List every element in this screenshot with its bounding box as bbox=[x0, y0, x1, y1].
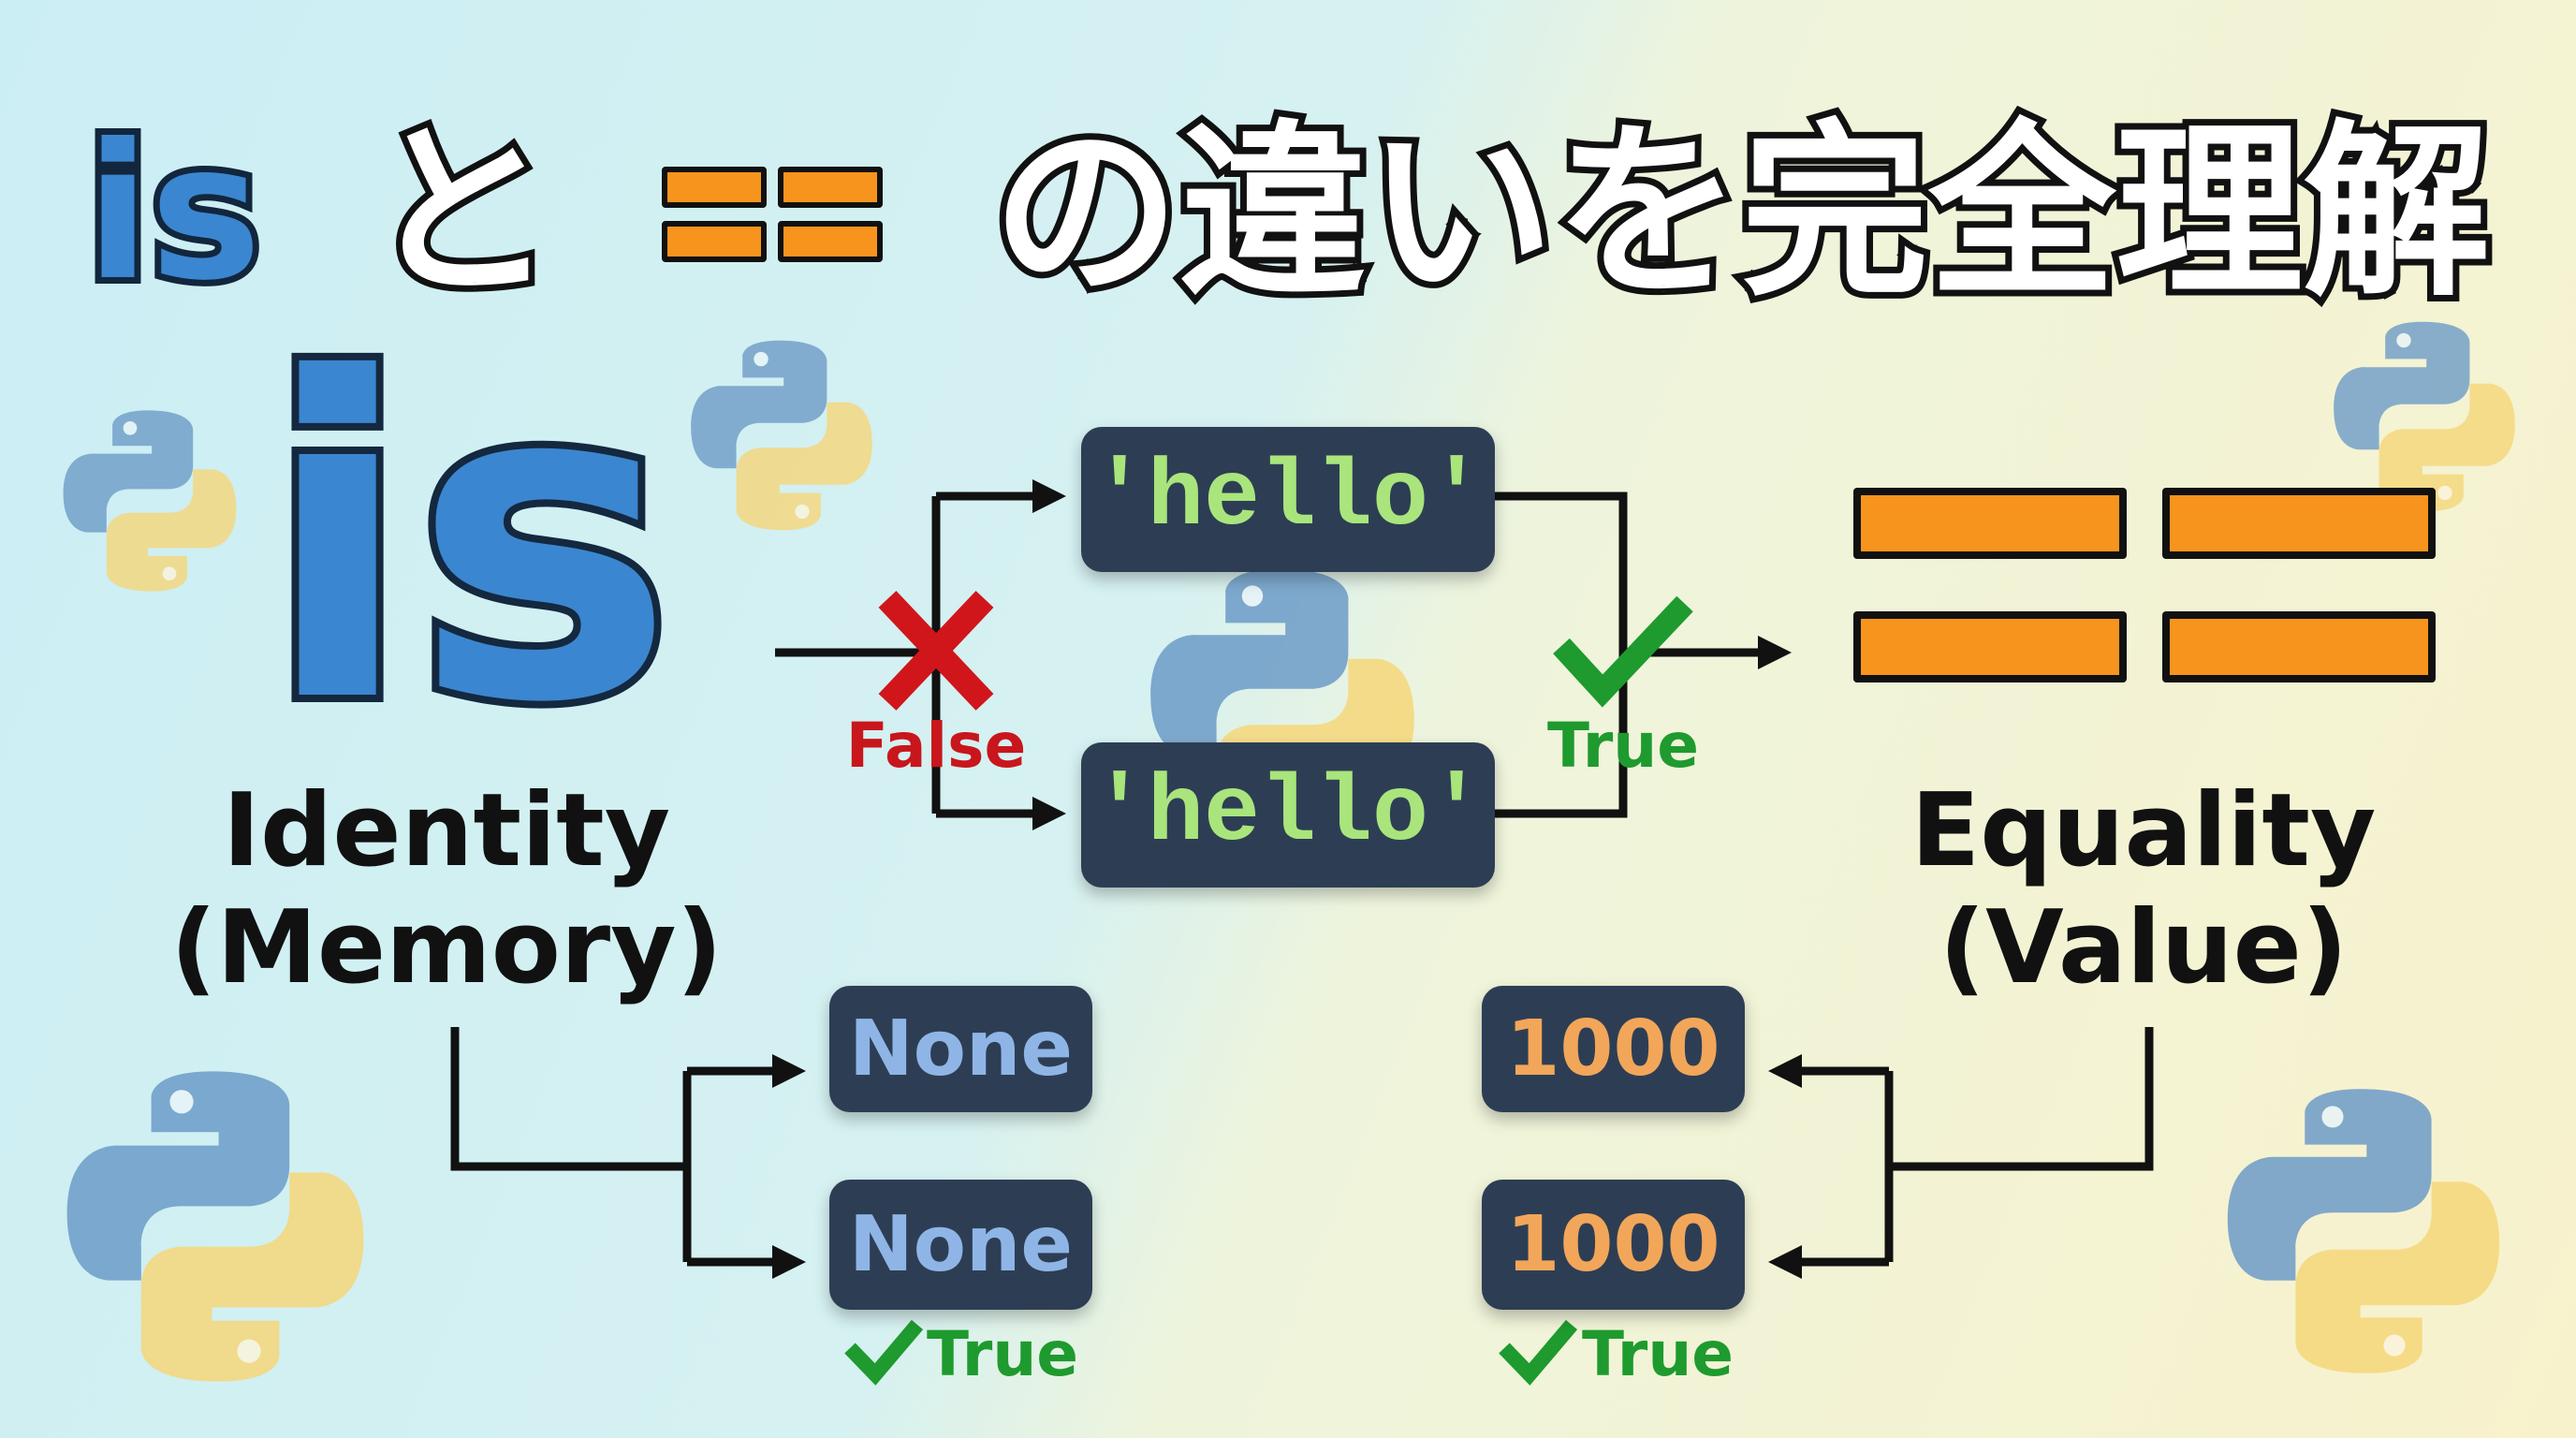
title-is: is bbox=[80, 97, 269, 329]
int-box: 1000 bbox=[1482, 986, 1745, 1112]
int-box: 1000 bbox=[1482, 1180, 1745, 1310]
check-icon bbox=[1499, 1319, 1578, 1386]
page-title: is と の違いを完全理解 bbox=[0, 89, 2576, 329]
none-result-true: True bbox=[927, 1318, 1079, 1390]
int-result-true: True bbox=[1582, 1318, 1734, 1390]
none-box: None bbox=[829, 1180, 1092, 1310]
cross-icon bbox=[878, 591, 994, 711]
check-icon bbox=[1553, 595, 1693, 708]
is-operator-symbol: is bbox=[255, 286, 682, 799]
check-icon bbox=[844, 1319, 924, 1386]
is-result-false: False bbox=[845, 710, 1027, 782]
none-box: None bbox=[829, 986, 1092, 1112]
value-sublabel: (Value) bbox=[1939, 889, 2349, 1006]
hello-string-box: 'hello' bbox=[1081, 427, 1495, 572]
title-to: と bbox=[361, 97, 562, 329]
memory-sublabel: (Memory) bbox=[170, 889, 723, 1006]
eq-result-true: True bbox=[1546, 710, 1700, 782]
equality-label: Equality bbox=[1910, 772, 2377, 889]
hello-string-box: 'hello' bbox=[1081, 742, 1495, 888]
equals-operator-symbol bbox=[1853, 488, 2438, 684]
title-equals-symbol bbox=[661, 157, 886, 270]
identity-label: Identity bbox=[222, 772, 671, 889]
title-rest: の違いを完全理解 bbox=[986, 97, 2496, 329]
